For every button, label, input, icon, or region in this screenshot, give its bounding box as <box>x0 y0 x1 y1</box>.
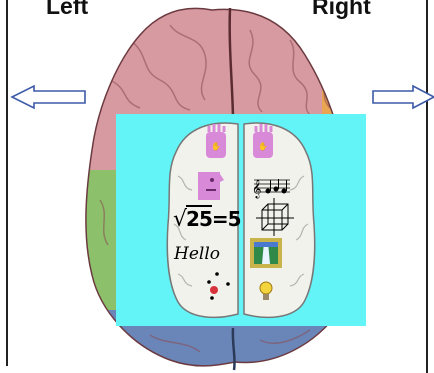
arrow-left-icon <box>12 86 85 108</box>
arrow-right-icon <box>373 86 434 108</box>
hello-word: Hello <box>174 244 220 264</box>
math-radicand: 25 <box>186 205 212 231</box>
hemisphere-panel: ✋ ✋ 𝄞 <box>116 114 366 326</box>
math-expression: √25=5 <box>173 207 241 232</box>
math-result: =5 <box>212 207 241 231</box>
svg-text:✋: ✋ <box>258 141 268 151</box>
svg-text:𝄞: 𝄞 <box>252 179 261 199</box>
hemisphere-drawing: ✋ ✋ 𝄞 <box>116 114 366 326</box>
svg-text:✋: ✋ <box>211 141 221 151</box>
radical-sign-icon: √ <box>173 207 186 232</box>
waterfall-picture-icon <box>250 238 282 268</box>
